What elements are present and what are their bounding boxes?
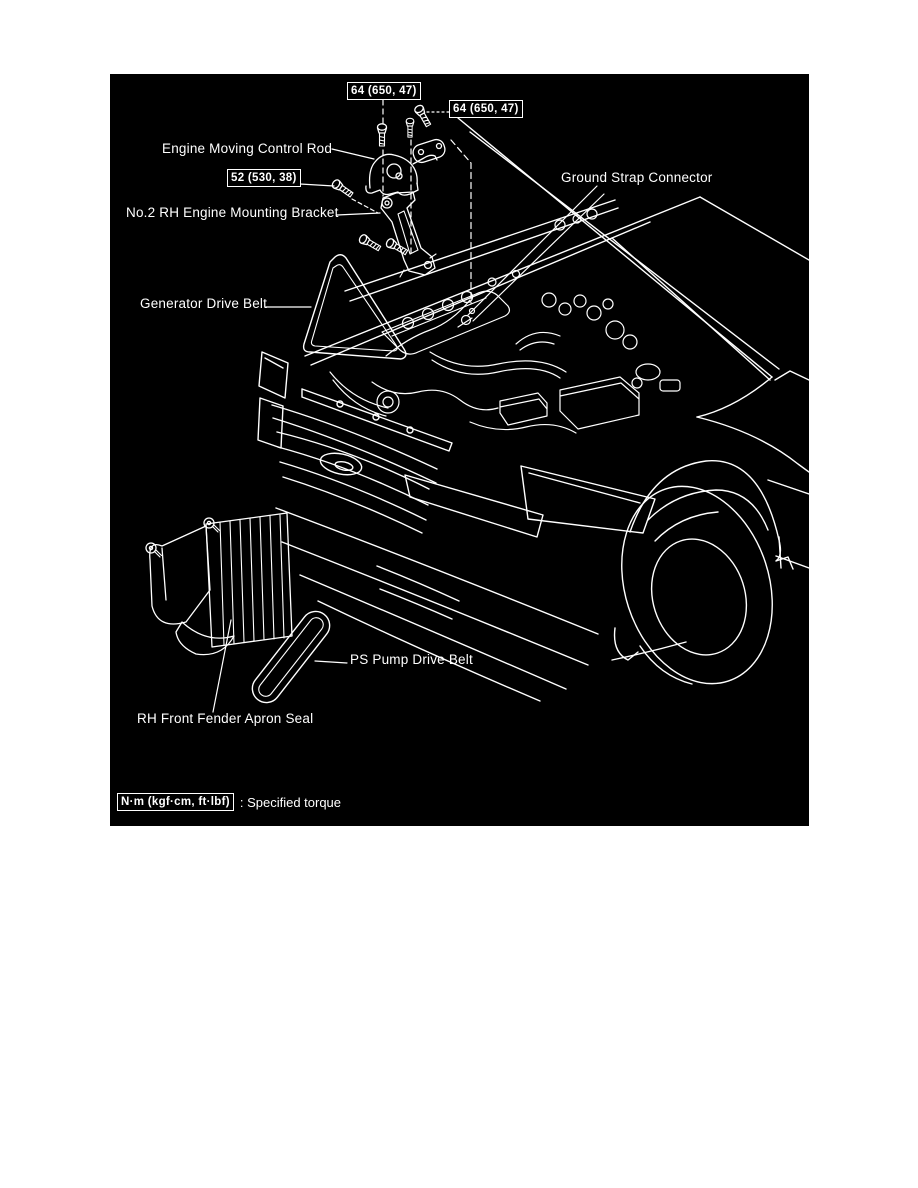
label-ground-strap-connector: Ground Strap Connector bbox=[561, 170, 713, 185]
fender-apron-seal-part bbox=[145, 512, 293, 656]
windshield-lower-edge bbox=[611, 237, 771, 381]
body-shoulder-line bbox=[699, 196, 809, 261]
label-rh-front-fender-apron-seal: RH Front Fender Apron Seal bbox=[137, 711, 314, 726]
front-bumper bbox=[275, 507, 599, 702]
rocker-line bbox=[611, 641, 687, 661]
leader-lines bbox=[212, 148, 605, 713]
hood-front-edge bbox=[271, 404, 438, 470]
ground-strap-connector-part bbox=[457, 307, 476, 328]
leader-apron-seal bbox=[212, 619, 232, 713]
control-rod-rear-mount-pad bbox=[412, 138, 446, 164]
engine-moving-control-rod-part bbox=[365, 153, 438, 196]
tire bbox=[621, 485, 773, 685]
plug-wires bbox=[385, 299, 471, 357]
no2-mounting-bracket-part bbox=[380, 191, 437, 278]
bolt-icon bbox=[412, 103, 434, 129]
torque-spec-64-top: 64 (650, 47) bbox=[347, 82, 421, 101]
mirror-corner bbox=[774, 370, 809, 381]
strut-tower bbox=[515, 331, 561, 351]
leader-no2-bracket bbox=[336, 212, 381, 216]
wheel-rim bbox=[650, 538, 748, 656]
leader-ground-strap bbox=[467, 185, 605, 322]
label-no2-rh-engine-mounting-bracket: No.2 RH Engine Mounting Bracket bbox=[126, 205, 339, 220]
engine-bay-components bbox=[329, 208, 681, 434]
bay-front-edge bbox=[304, 196, 701, 357]
front-wheel bbox=[621, 460, 794, 685]
radiator-support-bar bbox=[301, 388, 453, 452]
leader-ps-belt bbox=[314, 660, 348, 664]
radiator-hose bbox=[329, 371, 389, 417]
left-corner-panel bbox=[257, 397, 284, 449]
label-engine-moving-control-rod: Engine Moving Control Rod bbox=[162, 141, 333, 156]
bay-front-edge-inner bbox=[310, 221, 651, 366]
torque-spec-64-right: 64 (650, 47) bbox=[449, 100, 523, 119]
fuse-box bbox=[499, 392, 548, 426]
torque-legend: N·m (kgf·cm, ft·lbf) : Specified torque bbox=[117, 793, 342, 812]
headlight bbox=[520, 465, 656, 534]
bolt-icon bbox=[384, 236, 410, 258]
harness-2 bbox=[469, 421, 577, 434]
fender-top-right bbox=[696, 416, 809, 473]
left-fender-tip bbox=[258, 351, 289, 399]
torque-legend-note: : Specified torque bbox=[239, 794, 342, 810]
hood-opening-right bbox=[696, 376, 773, 418]
leader-engine-moving-control-rod bbox=[331, 148, 375, 160]
seal-left-flap bbox=[149, 525, 211, 625]
leader-torque-52 bbox=[299, 183, 335, 187]
seal-bottom-flap bbox=[175, 621, 235, 656]
bolt-icon bbox=[405, 117, 415, 138]
tire-edge bbox=[639, 645, 693, 685]
a-pillar-inner-line bbox=[469, 131, 780, 370]
engine-compartment-diagram: 64 (650, 47) 64 (650, 47) Engine Moving … bbox=[110, 74, 809, 826]
generator-drive-belt-shape bbox=[302, 254, 407, 360]
label-generator-drive-belt: Generator Drive Belt bbox=[140, 296, 268, 311]
hood-front-edge-lower bbox=[272, 417, 437, 484]
line-art bbox=[145, 99, 809, 713]
ps-pump-drive-belt-shape bbox=[251, 610, 331, 704]
mud-guard bbox=[613, 627, 639, 661]
engine-mount-assembly bbox=[330, 103, 446, 278]
emblem bbox=[319, 452, 363, 476]
bolt-icon bbox=[376, 123, 388, 147]
torque-unit-box: N·m (kgf·cm, ft·lbf) bbox=[117, 793, 234, 812]
torque-spec-52: 52 (530, 38) bbox=[227, 169, 301, 188]
intake-hose bbox=[429, 351, 567, 379]
hood-lip-panel bbox=[404, 474, 544, 538]
bolt-icon bbox=[330, 177, 355, 200]
air-cleaner-box bbox=[559, 376, 640, 430]
seal-fins bbox=[219, 514, 285, 646]
bolt-icon bbox=[357, 232, 383, 254]
car-body-line-art bbox=[257, 117, 809, 702]
door-lines bbox=[767, 479, 809, 569]
label-ps-pump-drive-belt: PS Pump Drive Belt bbox=[350, 652, 473, 667]
valve-cover bbox=[381, 290, 511, 355]
construction-dashed-lines bbox=[351, 99, 472, 304]
